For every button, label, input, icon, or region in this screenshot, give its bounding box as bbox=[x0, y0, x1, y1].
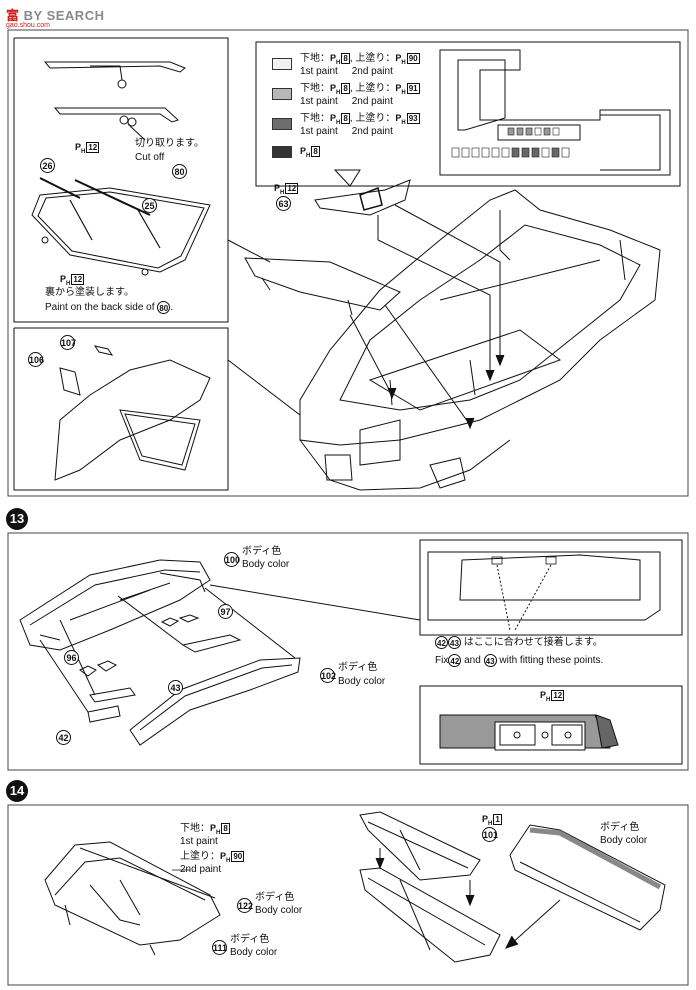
wiper-mid bbox=[53, 107, 179, 123]
paint-legend-box bbox=[255, 41, 681, 187]
fit-en-ref-42: 42 bbox=[448, 654, 462, 667]
legend-1-en: 1st paint 2nd paint bbox=[300, 66, 393, 77]
p101-en: Body color bbox=[600, 835, 648, 846]
step12-frame bbox=[7, 29, 689, 497]
part-callout-111: 111 bbox=[212, 940, 227, 955]
site-logo: 富 BY SEARCH bbox=[6, 5, 104, 24]
s14-paint-en1: 1st paint bbox=[180, 836, 218, 847]
back-side-jp: 裏から塗装します。 bbox=[45, 287, 134, 298]
part-ref-80: 80 bbox=[157, 301, 171, 314]
spoiler-right-top bbox=[359, 811, 481, 881]
rear-deck bbox=[19, 559, 211, 651]
part-callout-101: 101 bbox=[482, 827, 498, 842]
legend-3-en: 1st paint 2nd paint bbox=[300, 126, 393, 137]
fit-ref-43: 43 bbox=[448, 636, 461, 649]
watermark-url: gao.shou.com bbox=[6, 22, 50, 29]
rear-panel-102 bbox=[129, 657, 301, 746]
part-callout-25: 25 bbox=[142, 198, 157, 213]
legend-2-en: 1st paint 2nd paint bbox=[300, 96, 393, 107]
part-callout-100: 100 bbox=[224, 552, 240, 567]
p100-en: Body color bbox=[242, 559, 290, 570]
part-callout-106: 106 bbox=[28, 352, 44, 367]
p122-en: Body color bbox=[255, 905, 303, 916]
p101-jp: ボディ色 bbox=[600, 822, 640, 833]
p111-jp: ボディ色 bbox=[230, 934, 270, 945]
step14-frame bbox=[7, 804, 689, 986]
part-callout-102: 102 bbox=[320, 668, 336, 683]
swatch-legend-3 bbox=[272, 118, 292, 130]
swatch-legend-4 bbox=[272, 146, 292, 158]
swatch-legend-2 bbox=[272, 88, 292, 100]
step13-frame bbox=[7, 532, 689, 771]
inset-bottom-box bbox=[13, 327, 229, 491]
p100-jp: ボディ色 bbox=[242, 546, 282, 557]
spoiler-left bbox=[44, 841, 221, 946]
part-callout-42: 42 bbox=[56, 730, 71, 745]
back-side-en: Paint on the back side of 80. bbox=[45, 301, 174, 314]
part-101 bbox=[509, 824, 666, 931]
fit-en-ref-43: 43 bbox=[483, 654, 497, 667]
part-callout-122: 122 bbox=[237, 898, 253, 913]
step13-inset-bottom bbox=[419, 685, 683, 765]
body-tub bbox=[299, 189, 661, 446]
part-callout-96: 96 bbox=[64, 650, 79, 665]
inset-windshield-box bbox=[13, 37, 229, 323]
hood-panel bbox=[244, 257, 401, 311]
part-callout-43: 43 bbox=[168, 680, 183, 695]
s14-paint-en2: 2nd paint bbox=[180, 864, 222, 875]
swatch-legend-1 bbox=[272, 58, 292, 70]
fit-ref-42: 42 bbox=[435, 636, 448, 649]
logo-mark: 富 bbox=[6, 8, 20, 23]
step-number-13: 13 bbox=[6, 508, 28, 530]
cut-off-en: Cut off bbox=[135, 152, 165, 163]
cut-off-jp: 切り取ります。 bbox=[135, 138, 204, 149]
wiper-top bbox=[43, 61, 186, 73]
p102-en: Body color bbox=[338, 676, 386, 687]
p102-jp: ボディ色 bbox=[338, 662, 378, 673]
part-callout-80: 80 bbox=[172, 164, 187, 179]
step-number-14: 14 bbox=[6, 780, 28, 802]
p122-jp: ボディ色 bbox=[255, 892, 295, 903]
windshield bbox=[31, 187, 211, 273]
part-callout-97: 97 bbox=[218, 604, 233, 619]
part-callout-26: 26 bbox=[40, 158, 55, 173]
step13-inset-top bbox=[419, 539, 683, 636]
part-callout-107: 107 bbox=[60, 335, 76, 350]
part-callout-63: 63 bbox=[276, 196, 291, 211]
p111-en: Body color bbox=[230, 947, 278, 958]
logo-text: BY SEARCH bbox=[23, 8, 105, 23]
